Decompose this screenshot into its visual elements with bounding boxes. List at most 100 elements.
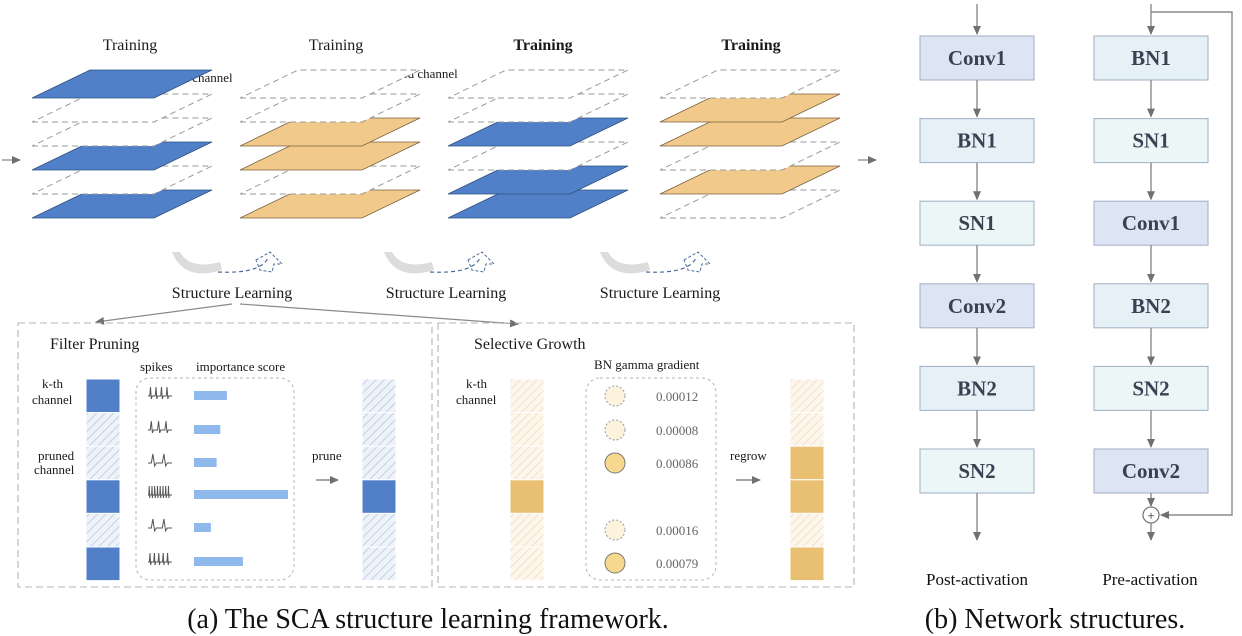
- block-conv2: [919, 283, 1035, 329]
- importance-bar: [194, 523, 211, 532]
- block-sn2: [919, 448, 1035, 494]
- layer-blue: [447, 117, 629, 147]
- channel-cell-faint: [509, 546, 545, 582]
- importance-bar: [194, 557, 243, 566]
- layer-blue: [447, 189, 629, 219]
- sum-symbol: +: [1147, 508, 1154, 523]
- channel-cell-faint: [789, 378, 825, 414]
- channel-cell-hatch: [361, 512, 397, 548]
- layer-orange: [659, 117, 841, 147]
- block-label: SN2: [958, 459, 995, 483]
- channel-cell-faint: [509, 378, 545, 414]
- layer-blue: [31, 189, 213, 219]
- gradient-value: 0.00086: [656, 456, 699, 471]
- block-label: Conv2: [948, 294, 1006, 318]
- block-label: BN1: [1131, 46, 1171, 70]
- regrow-label: regrow: [730, 448, 767, 463]
- block-conv1: [1093, 200, 1209, 246]
- filter-pruning-title: Filter Pruning: [50, 336, 139, 353]
- channel-cell-orange: [789, 479, 825, 514]
- layer-empty: [659, 141, 841, 171]
- layer-orange: [239, 141, 421, 171]
- layer-orange: [239, 189, 421, 219]
- channel-cell-blue: [361, 479, 397, 514]
- selective-growth-frame: [437, 322, 855, 588]
- layer-empty: [239, 69, 421, 99]
- spike-train: [148, 386, 172, 400]
- channel-cell-faint: [509, 512, 545, 548]
- spike-train: [148, 453, 172, 468]
- gradient-value: 0.00012: [656, 389, 698, 404]
- stack-2: [239, 69, 421, 219]
- channel-cell-blue: [85, 546, 121, 582]
- curved-arrow-1: [172, 251, 284, 274]
- sg-channel-column-before: [509, 378, 545, 582]
- layer-blue: [31, 141, 213, 171]
- block-label: Conv2: [1122, 459, 1180, 483]
- layer-blue: [31, 69, 213, 99]
- layer-empty: [659, 189, 841, 219]
- block-conv2: [1093, 448, 1209, 494]
- channel-cell-faint: [789, 412, 825, 447]
- selective-growth-title: Selective Growth: [474, 336, 586, 353]
- spikes-score-frame: [135, 377, 295, 581]
- layer-empty: [447, 141, 629, 171]
- stage-3-title: Training: [513, 37, 572, 54]
- stack-1: [31, 69, 213, 219]
- stage-2-title: Training: [309, 37, 364, 54]
- channel-cell-faint: [789, 512, 825, 548]
- gradient-circle: [604, 519, 626, 541]
- layer-empty: [659, 69, 841, 99]
- gradient-circle: [604, 419, 626, 441]
- layer-orange: [239, 117, 421, 147]
- channel-cell-orange: [789, 546, 825, 582]
- curved-arrow-2: [384, 251, 496, 274]
- gradient-value: 0.00016: [656, 523, 699, 538]
- spike-train: [148, 552, 172, 566]
- block-sn1: [919, 200, 1035, 246]
- layer-empty: [31, 117, 213, 147]
- importance-bar: [194, 490, 288, 499]
- block-conv1: [919, 35, 1035, 81]
- gradient-value: 0.00079: [656, 556, 698, 571]
- layer-empty: [31, 93, 213, 123]
- spikes-header: spikes: [140, 359, 173, 374]
- layer-empty: [447, 69, 629, 99]
- layer-orange: [659, 165, 841, 195]
- channel-cell-hatch: [361, 546, 397, 582]
- layer-stacks: [31, 69, 841, 219]
- importance-bar: [194, 458, 217, 467]
- channel-cell-faint: [509, 412, 545, 447]
- fp-channel-column-after: [361, 378, 397, 582]
- pre-activation-label: Pre-activation: [1102, 570, 1198, 589]
- gradient-value: 0.00008: [656, 423, 698, 438]
- channel-cell-hatch: [85, 412, 121, 447]
- residual-connection: [1151, 11, 1233, 519]
- block-label: Conv1: [948, 46, 1006, 70]
- prune-label: prune: [312, 448, 342, 463]
- block-label: BN1: [957, 129, 997, 153]
- spike-train: [148, 420, 172, 434]
- block-label: SN1: [958, 211, 995, 235]
- stack-3: [447, 69, 629, 219]
- block-label: Conv1: [1122, 211, 1180, 235]
- gradient-circle-selected: [604, 552, 626, 574]
- channel-cell-hatch: [85, 445, 121, 481]
- layer-empty: [447, 93, 629, 123]
- panel-a-framework: Training Training Training Training k-th…: [2, 37, 877, 635]
- channel-cell-orange: [509, 479, 545, 514]
- sg-gradient-values: 0.00012 0.00008 0.00086 0.00016 0.00079: [604, 385, 699, 574]
- stage-1-title: Training: [103, 37, 158, 54]
- to-filter-pruning-arrow: [95, 303, 233, 325]
- channel-cell-hatch: [361, 412, 397, 447]
- block-sn2: [1093, 365, 1209, 411]
- fp-spikes-and-scores: [148, 386, 288, 566]
- stack-4: [659, 69, 841, 219]
- structure-learning-arrows: [172, 251, 712, 274]
- gradient-circle-selected: [604, 452, 626, 474]
